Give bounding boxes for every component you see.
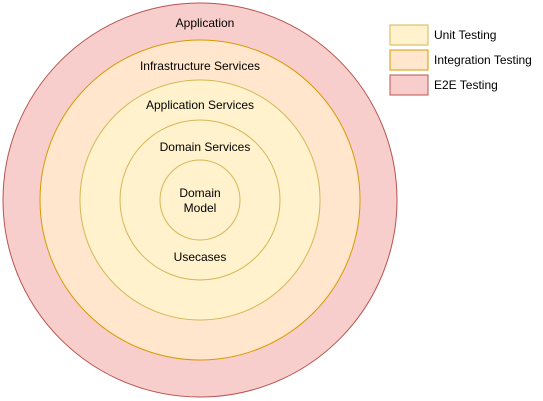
ring-domain-model (159, 159, 241, 241)
label-domain-model-line-2: Model (184, 201, 217, 215)
legend-label-unit-testing: Unit Testing (434, 28, 496, 42)
legend-label-integration-testing: Integration Testing (434, 53, 532, 67)
legend-item-unit-testing: Unit Testing (389, 24, 496, 46)
legend: Unit Testing Integration Testing E2E Tes… (389, 24, 532, 96)
legend-swatch-unit-testing (389, 24, 429, 46)
label-infrastructure-services: Infrastructure Services (140, 59, 260, 73)
label-application: Application (176, 16, 235, 30)
legend-label-e2e-testing: E2E Testing (434, 78, 498, 92)
legend-swatch-e2e-testing (389, 74, 429, 96)
label-usecases: Usecases (174, 250, 227, 264)
legend-item-e2e-testing: E2E Testing (389, 74, 498, 96)
label-domain-model-line-1: Domain (179, 186, 220, 200)
label-application-services: Application Services (146, 98, 254, 112)
legend-item-integration-testing: Integration Testing (389, 49, 532, 71)
legend-swatch-integration-testing (389, 49, 429, 71)
label-domain-services: Domain Services (160, 140, 251, 154)
